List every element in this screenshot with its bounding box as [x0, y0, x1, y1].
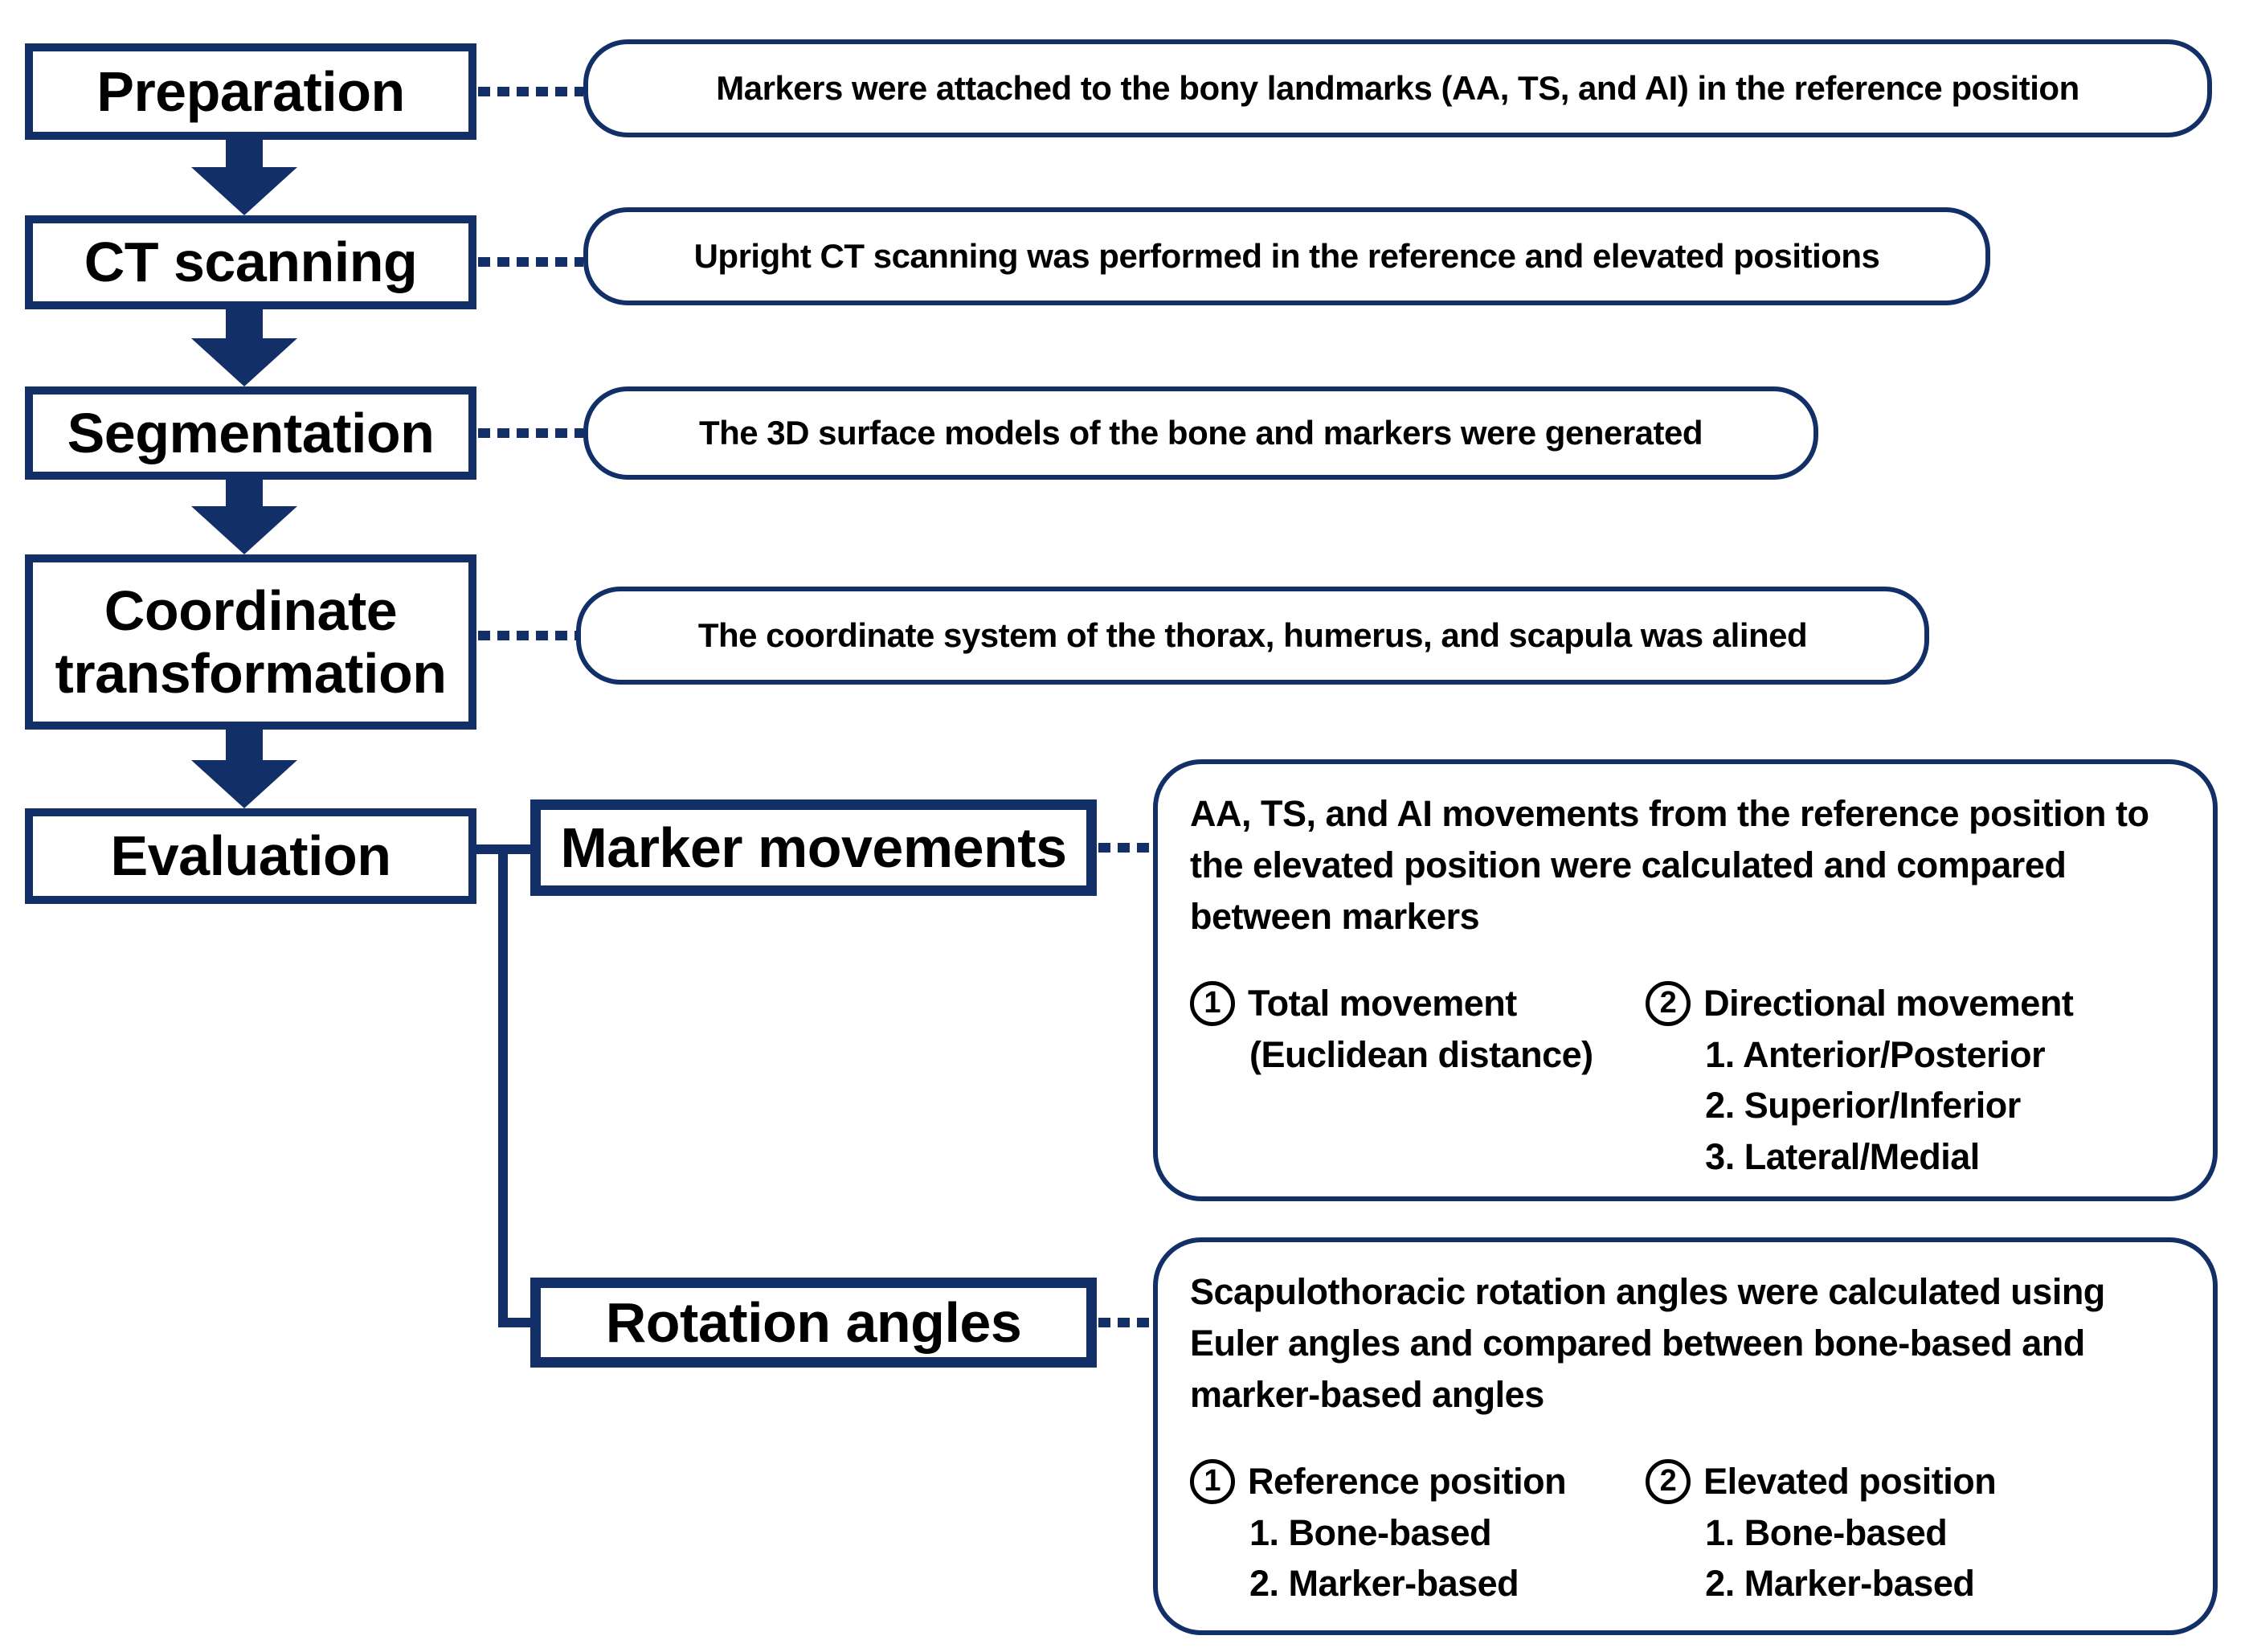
note-text-preparation: Markers were attached to the bony landma… — [716, 69, 2079, 107]
panel-item-directional-movement: 2 Directional movement 1. Anterior/Poste… — [1646, 978, 2181, 1184]
dotted-connector-ct-scanning — [478, 257, 583, 267]
note-callout-coordinate-transformation: The coordinate system of the thorax, hum… — [576, 587, 1929, 685]
item-title-directional-movement: Directional movement — [1703, 982, 2074, 1024]
panel-paragraph-marker-movements: AA, TS, and AI movements from the refere… — [1190, 793, 2149, 937]
item-title-total-movement: Total movement — [1248, 982, 1517, 1024]
branch-box-marker-movements: Marker movements — [530, 799, 1097, 896]
item-title-elevated-position: Elevated position — [1703, 1460, 1997, 1502]
dotted-connector-segmentation — [478, 428, 583, 438]
dotted-connector-preparation — [478, 87, 583, 96]
flow-arrow-down-icon — [188, 309, 301, 386]
panel-items-rotation-angles: 1 Reference position 1. Bone-based 2. Ma… — [1190, 1456, 2181, 1610]
item-sub-marker-based: 2. Marker-based — [1705, 1563, 1975, 1605]
step-box-coordinate-transformation: Coordinate transformation — [25, 554, 476, 730]
connector-vertical-branch-line — [498, 844, 508, 1327]
step-label-coordinate-transformation: Coordinate transformation — [55, 579, 447, 705]
note-text-coordinate-transformation: The coordinate system of the thorax, hum… — [697, 616, 1808, 654]
step-label-ct-scanning: CT scanning — [84, 231, 418, 294]
note-callout-preparation: Markers were attached to the bony landma… — [583, 39, 2212, 137]
arrow-head — [191, 506, 297, 554]
dotted-connector-coordinate-transformation — [478, 631, 576, 640]
item-sublist: 1. Anterior/Posterior 2. Superior/Inferi… — [1705, 1029, 2181, 1184]
item-sub-superior-inferior: 2. Superior/Inferior — [1705, 1085, 2021, 1127]
arrow-head — [191, 338, 297, 386]
item-sublist: 1. Bone-based 2. Marker-based — [1705, 1507, 2181, 1610]
connector-to-rotation-angles — [498, 1318, 536, 1327]
arrow-head — [191, 760, 297, 808]
step-box-evaluation: Evaluation — [25, 808, 476, 904]
note-text-segmentation: The 3D surface models of the bone and ma… — [698, 414, 1703, 452]
item-sub-lateral-medial: 3. Lateral/Medial — [1705, 1136, 1980, 1178]
panel-paragraph-rotation-angles: Scapulothoracic rotation angles were cal… — [1190, 1271, 2105, 1415]
arrow-stem — [226, 309, 263, 338]
flow-arrow-down-icon — [188, 480, 301, 554]
item-title-row: 2 Elevated position — [1646, 1456, 2181, 1507]
circled-number-1-icon: 1 — [1190, 1458, 1235, 1504]
item-title-row: 1 Reference position — [1190, 1456, 1646, 1507]
item-sub-euclidean-distance: (Euclidean distance) — [1249, 1033, 1593, 1075]
item-title-row: 2 Directional movement — [1646, 978, 2181, 1029]
circled-number-2-icon: 2 — [1646, 1458, 1691, 1504]
item-sublist: (Euclidean distance) — [1249, 1029, 1646, 1081]
item-sub-anterior-posterior: 1. Anterior/Posterior — [1705, 1033, 2046, 1075]
detail-panel-rotation-angles: Scapulothoracic rotation angles were cal… — [1153, 1237, 2218, 1635]
step-label-preparation: Preparation — [96, 59, 405, 123]
circled-number-1-icon: 1 — [1190, 980, 1235, 1026]
item-sub-bone-based: 1. Bone-based — [1249, 1511, 1492, 1553]
step-box-segmentation: Segmentation — [25, 386, 476, 480]
note-callout-ct-scanning: Upright CT scanning was performed in the… — [583, 207, 1990, 305]
arrow-stem — [226, 480, 263, 506]
note-callout-segmentation: The 3D surface models of the bone and ma… — [583, 386, 1818, 480]
branch-label-rotation-angles: Rotation angles — [605, 1291, 1022, 1354]
branch-label-marker-movements: Marker movements — [560, 816, 1067, 879]
panel-item-elevated-position: 2 Elevated position 1. Bone-based 2. Mar… — [1646, 1456, 2181, 1610]
arrow-stem — [226, 140, 263, 167]
dotted-connector-rotation-angles — [1098, 1318, 1153, 1327]
step-box-preparation: Preparation — [25, 43, 476, 140]
dotted-connector-marker-movements — [1098, 843, 1153, 853]
branch-box-rotation-angles: Rotation angles — [530, 1278, 1097, 1368]
arrow-stem — [226, 730, 263, 760]
item-sublist: 1. Bone-based 2. Marker-based — [1249, 1507, 1646, 1610]
arrow-head — [191, 167, 297, 215]
step-label-segmentation: Segmentation — [67, 401, 435, 464]
step-label-evaluation: Evaluation — [110, 824, 391, 888]
step-box-ct-scanning: CT scanning — [25, 215, 476, 309]
item-title-row: 1 Total movement — [1190, 978, 1646, 1029]
flow-arrow-down-icon — [188, 730, 301, 808]
detail-panel-marker-movements: AA, TS, and AI movements from the refere… — [1153, 759, 2218, 1201]
panel-items-marker-movements: 1 Total movement (Euclidean distance) 2 … — [1190, 978, 2181, 1184]
item-title-reference-position: Reference position — [1248, 1460, 1567, 1502]
item-sub-marker-based: 2. Marker-based — [1249, 1563, 1519, 1605]
panel-item-total-movement: 1 Total movement (Euclidean distance) — [1190, 978, 1646, 1184]
circled-number-2-icon: 2 — [1646, 980, 1691, 1026]
panel-item-reference-position: 1 Reference position 1. Bone-based 2. Ma… — [1190, 1456, 1646, 1610]
item-sub-bone-based: 1. Bone-based — [1705, 1511, 1948, 1553]
note-text-ct-scanning: Upright CT scanning was performed in the… — [693, 237, 1880, 275]
flow-arrow-down-icon — [188, 140, 301, 215]
